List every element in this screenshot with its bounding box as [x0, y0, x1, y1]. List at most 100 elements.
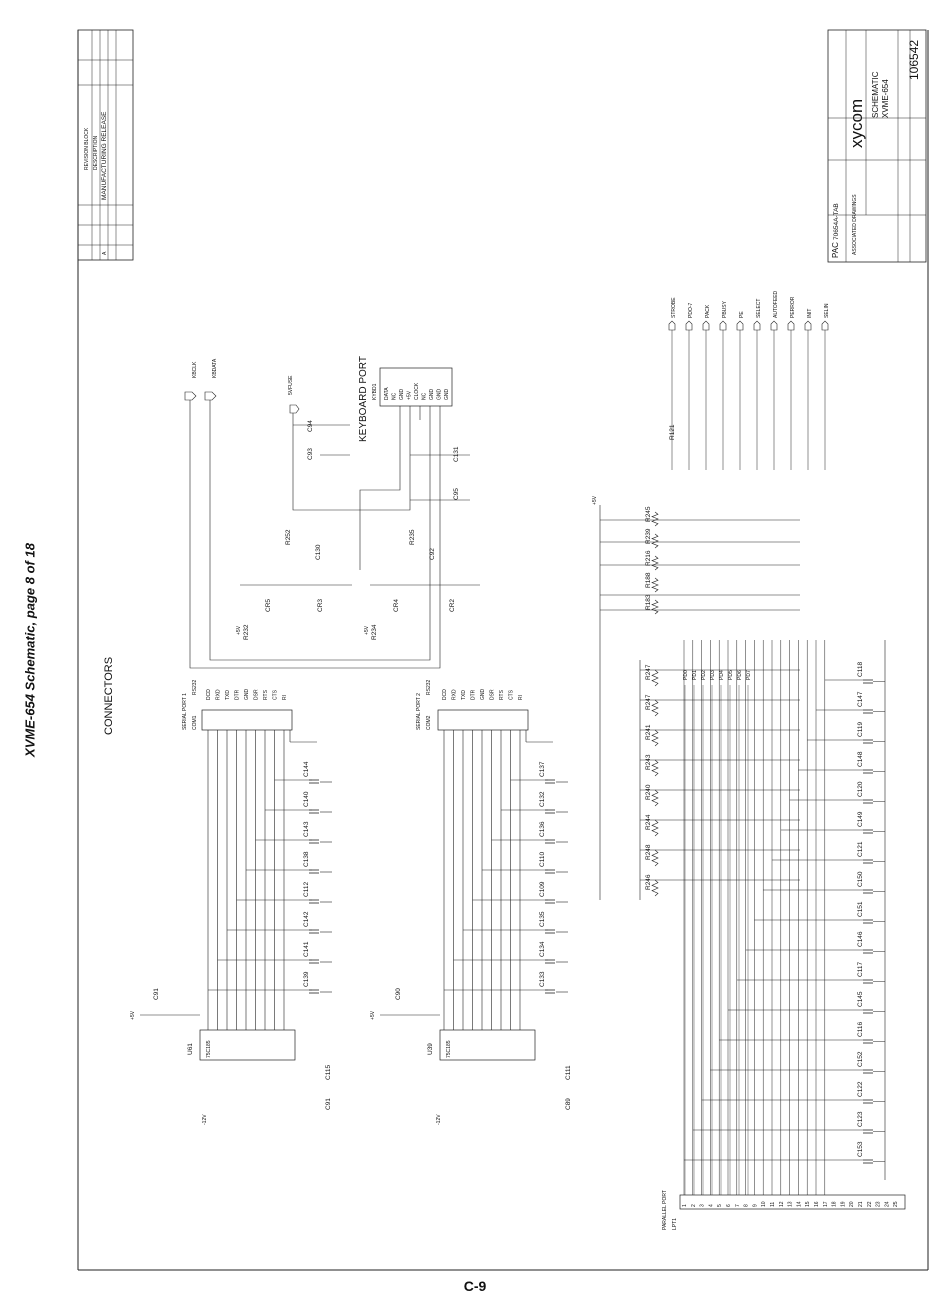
- lpt-data-pd6: PD6: [737, 670, 743, 680]
- data-trace: [359, 406, 401, 570]
- com1-cap-c138: [309, 869, 319, 874]
- com2-cap-label-c109: C109: [539, 881, 546, 897]
- lpt-pin-num-18: 18: [832, 1201, 838, 1207]
- com2-cap-label-c135: C135: [539, 911, 546, 927]
- revision-row-rev: A: [102, 251, 108, 255]
- doc-title: SCHEMATIC: [871, 71, 880, 118]
- lpt-flag-6: [770, 320, 778, 331]
- keyboard-pin-4: +5V: [407, 390, 413, 400]
- lpt-data-pd7: PD7: [746, 670, 752, 680]
- c91-top-label: C91: [153, 988, 160, 1000]
- com1-rs: RS232: [192, 679, 198, 695]
- keyboard-pin-1: DATA: [384, 387, 390, 400]
- lpt-cap-label-c119: C119: [857, 722, 864, 737]
- r252-label: R252: [285, 529, 292, 545]
- lpt-pin-num-13: 13: [788, 1201, 794, 1207]
- com1-cap-label-c138: C138: [303, 851, 310, 867]
- lpt-res-label-4: R243: [645, 754, 652, 770]
- lpt-pin-num-11: 11: [770, 1202, 776, 1207]
- lpt-cap-c119: [863, 739, 873, 744]
- fuse-trace: [292, 406, 411, 511]
- lpt-flag-7: [787, 320, 795, 331]
- com2-pin-gnd: GND: [480, 689, 486, 701]
- com2-title: SERIAL PORT 2: [416, 693, 422, 730]
- svg-text:-12V: -12V: [436, 1114, 442, 1125]
- com2-pin-rxd: RXD: [452, 689, 458, 700]
- revision-block: REVISION BLOCK DESCRIPTION A MANUFACTURI…: [77, 29, 134, 261]
- com1-pin-rxd: RXD: [216, 689, 222, 700]
- lpt-cap-c148: [863, 769, 873, 774]
- fuse-flag: [289, 404, 300, 414]
- lpt-cap-c118: [863, 679, 873, 684]
- u39-ic: [439, 1029, 536, 1061]
- lpt-signal-pbusy: PBUSY: [722, 300, 728, 318]
- keyboard-pin-6: NC: [422, 392, 428, 400]
- assoc-number: 70654A-TAB: [833, 203, 840, 240]
- lpt-pin-num-1: 1: [682, 1204, 688, 1207]
- revision-title: REVISION BLOCK: [84, 127, 90, 170]
- svg-text:-12V: -12V: [202, 1114, 208, 1125]
- c92-label: C92: [429, 548, 436, 560]
- com1-cap-c143: [309, 839, 319, 844]
- com2-cap-label-c110: C110: [539, 852, 546, 867]
- com1-cap-c141: [309, 959, 319, 964]
- lpt-pin-num-10: 10: [761, 1201, 767, 1207]
- page-number: C-9: [463, 1278, 487, 1294]
- svg-text:+5V: +5V: [370, 1010, 376, 1020]
- lpt-pin-num-14: 14: [796, 1201, 802, 1207]
- com2-cap-c109: [545, 899, 555, 904]
- lpt-cap-label-c149: C149: [857, 811, 864, 827]
- com2-cap-c137: [545, 779, 555, 784]
- com2-rs: RS232: [426, 679, 432, 695]
- lpt-flag-5: [753, 320, 761, 331]
- r235-label: R235: [409, 529, 416, 545]
- lpt-pin-num-2: 2: [691, 1204, 697, 1207]
- lpt-cap-c116: [863, 1039, 873, 1044]
- com2-cap-c136: [545, 839, 555, 844]
- lpt-cap-label-c152: C152: [857, 1051, 864, 1067]
- com2-cap-c132: [545, 809, 555, 814]
- com1-cap-c142: [309, 929, 319, 934]
- lpt-cap-c145: [863, 1009, 873, 1014]
- lpt-pin-num-21: 21: [858, 1201, 864, 1207]
- lpt-pullup-label-r239: R239: [645, 528, 652, 544]
- cr2-label: CR2: [449, 599, 456, 612]
- com1-pin-dsr: DSR: [254, 689, 260, 700]
- com1-pin-txd: TXD: [225, 690, 231, 700]
- lpt-flag-0: [668, 320, 676, 331]
- c89-label: C89: [565, 1098, 572, 1110]
- com1-pin-ri: RI: [282, 695, 288, 700]
- com2-pin-dcd: DCD: [442, 689, 448, 700]
- lpt-pullup-label-r245: R245: [645, 506, 652, 522]
- lpt-cap-label-c148: C148: [857, 751, 864, 767]
- u61-ic: [199, 1029, 296, 1061]
- com1-cap-label-c112: C112: [303, 882, 310, 897]
- keyboard-pin-8: GND: [437, 389, 443, 401]
- lpt-pullup-r183: [651, 599, 659, 615]
- lpt-pullup-r245: [651, 511, 659, 527]
- lpt-res-r241-5: [651, 729, 659, 747]
- keyboard-ref: KYBD1: [372, 383, 378, 400]
- kbdata-label: KBDATA: [212, 358, 218, 378]
- lpt-cap-label-c118: C118: [857, 662, 864, 677]
- com2-cap-label-c137: C137: [539, 761, 546, 777]
- svg-text:+5V: +5V: [236, 625, 242, 635]
- com2-pin-txd: TXD: [461, 690, 467, 700]
- lpt-signal-perror: PERROR: [790, 296, 796, 318]
- lpt-pin-num-15: 15: [805, 1201, 811, 1207]
- lpt-flag-9: [821, 320, 829, 331]
- keyboard-pin-5: CLOCK: [414, 382, 420, 400]
- com1-cap-c139: [309, 989, 319, 994]
- lpt-pullup-r188: [651, 577, 659, 593]
- keyboard-pin-7: GND: [429, 389, 435, 401]
- com2-pin-dtr: DTR: [471, 689, 477, 700]
- lpt-cap-c149: [863, 829, 873, 834]
- lpt-pullup-label-r188: R188: [645, 572, 652, 588]
- c95-label: C95: [453, 488, 460, 500]
- c115-label: C115: [325, 1065, 332, 1080]
- com1-cap-label-c142: C142: [303, 911, 310, 927]
